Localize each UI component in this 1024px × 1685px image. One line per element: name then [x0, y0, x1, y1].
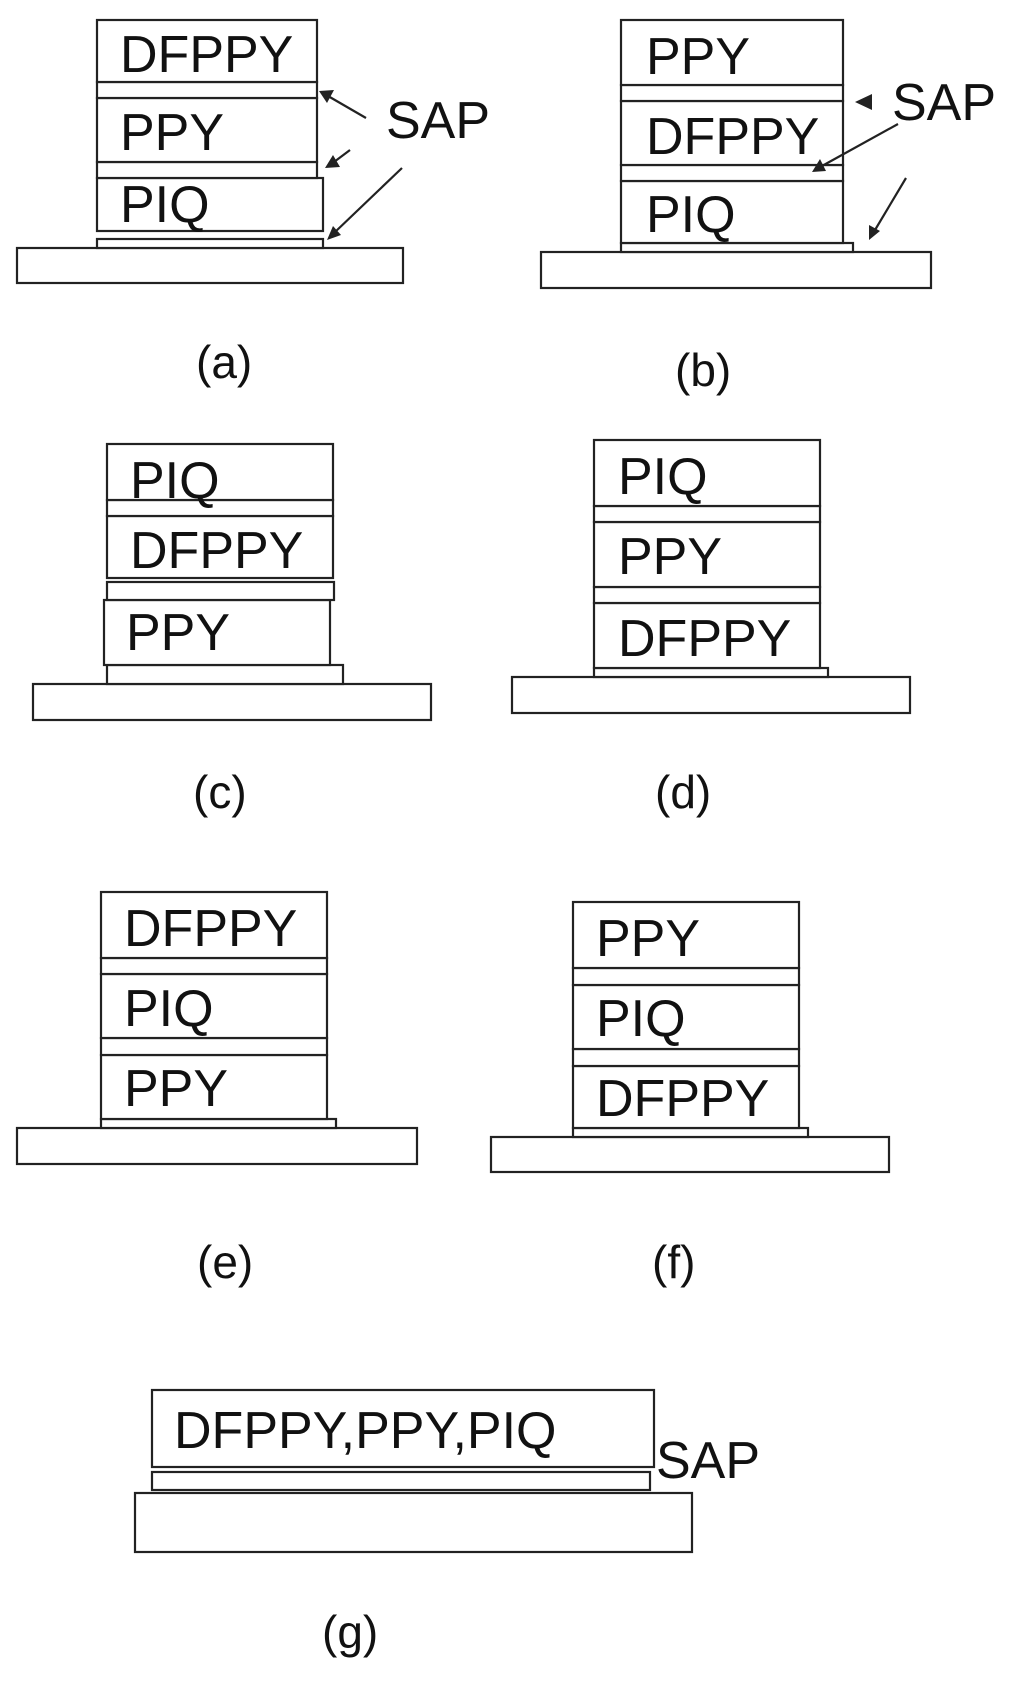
layer-label: DFPPY	[618, 610, 791, 668]
layer-top	[592, 438, 822, 508]
panel-c: PIQ DFPPY PPY (c)	[31, 442, 433, 818]
sap-layer	[592, 666, 830, 679]
panel-caption: (f)	[652, 1236, 695, 1288]
callout-arrow	[333, 167, 403, 234]
callout-arrow	[327, 95, 367, 119]
panel-caption: (d)	[655, 766, 711, 818]
layer-label: PIQ	[596, 990, 686, 1048]
layer-label: PPY	[120, 104, 224, 162]
layer-label: PPY	[618, 528, 722, 586]
callout-arrow	[333, 149, 351, 163]
substrate	[539, 250, 933, 290]
sap-layer	[619, 163, 845, 183]
layer-bottom	[619, 179, 845, 245]
layer-middle	[105, 514, 335, 580]
layer-label: PIQ	[130, 452, 220, 510]
layer-label: PIQ	[124, 980, 214, 1038]
layer-bottom	[95, 176, 325, 233]
arrowhead	[855, 94, 872, 110]
substrate	[510, 675, 912, 715]
arrowhead	[325, 155, 340, 168]
callout-label: SAP	[656, 1432, 760, 1490]
sap-layer	[571, 1047, 801, 1068]
layer-bottom	[592, 601, 822, 670]
layer-label: PPY	[646, 28, 750, 86]
layer-label: PPY	[596, 910, 700, 968]
layer-label: PIQ	[646, 186, 736, 244]
layer-bottom	[99, 1053, 329, 1121]
panel-a: DFPPY PPY PIQ SAP (a)	[15, 18, 490, 388]
layer-bottom	[102, 598, 332, 667]
layer-label: PPY	[126, 604, 230, 662]
panel-caption: (c)	[193, 766, 247, 818]
sap-layer	[571, 1126, 810, 1139]
arrowhead	[319, 90, 334, 103]
sap-layer	[150, 1470, 652, 1492]
sap-layer	[619, 83, 845, 103]
layer-mixed	[150, 1388, 656, 1469]
sap-layer	[99, 956, 329, 976]
callout-label: SAP	[892, 74, 996, 132]
layer-middle	[592, 520, 822, 589]
layer-top	[571, 900, 801, 970]
layer-top	[95, 18, 319, 84]
sap-layer	[571, 966, 801, 987]
layer-label: DFPPY	[120, 26, 293, 84]
layer-label: DFPPY	[130, 522, 303, 580]
layer-label: PIQ	[618, 448, 708, 506]
substrate	[31, 682, 433, 722]
sap-layer	[95, 237, 325, 250]
layer-label: DFPPY	[646, 108, 819, 166]
panel-f: PPY PIQ DFPPY (f)	[489, 900, 891, 1288]
sap-layer	[99, 1036, 329, 1057]
substrate	[15, 1126, 419, 1166]
panel-d: PIQ PPY DFPPY (d)	[510, 438, 912, 818]
panel-g: DFPPY,PPY,PIQ SAP (g)	[133, 1388, 760, 1658]
arrowhead	[812, 159, 826, 172]
panel-caption: (e)	[197, 1236, 253, 1288]
panel-caption: (g)	[322, 1606, 378, 1658]
substrate	[489, 1135, 891, 1174]
sap-layer	[105, 663, 345, 686]
panel-e: DFPPY PIQ PPY (e)	[15, 890, 419, 1288]
sap-layer	[592, 585, 822, 605]
layer-bottom	[571, 1064, 801, 1130]
callout-arrow	[874, 177, 907, 231]
sap-layer	[592, 504, 822, 524]
layer-top	[619, 18, 845, 87]
panel-b: PPY DFPPY PIQ SAP (b)	[539, 18, 996, 396]
callout-label: SAP	[386, 92, 490, 150]
layer-label: DFPPY,PPY,PIQ	[174, 1402, 556, 1460]
arrowhead	[869, 225, 880, 240]
panel-caption: (a)	[196, 336, 252, 388]
layer-label: DFPPY	[596, 1070, 769, 1128]
substrate	[15, 246, 405, 285]
sap-layer	[105, 580, 336, 602]
sap-layer	[95, 80, 319, 100]
panel-caption: (b)	[675, 344, 731, 396]
layer-middle	[571, 983, 801, 1051]
layer-label: PIQ	[120, 176, 210, 234]
layer-top	[99, 890, 329, 960]
callout-arrow	[821, 123, 899, 167]
sap-layer	[99, 1117, 338, 1130]
layer-label: DFPPY	[124, 900, 297, 958]
arrowhead	[327, 226, 341, 240]
layer-label: PPY	[124, 1060, 228, 1118]
layer-top	[105, 442, 335, 502]
substrate	[133, 1491, 694, 1554]
layer-middle	[99, 972, 329, 1040]
sap-layer	[619, 241, 855, 254]
